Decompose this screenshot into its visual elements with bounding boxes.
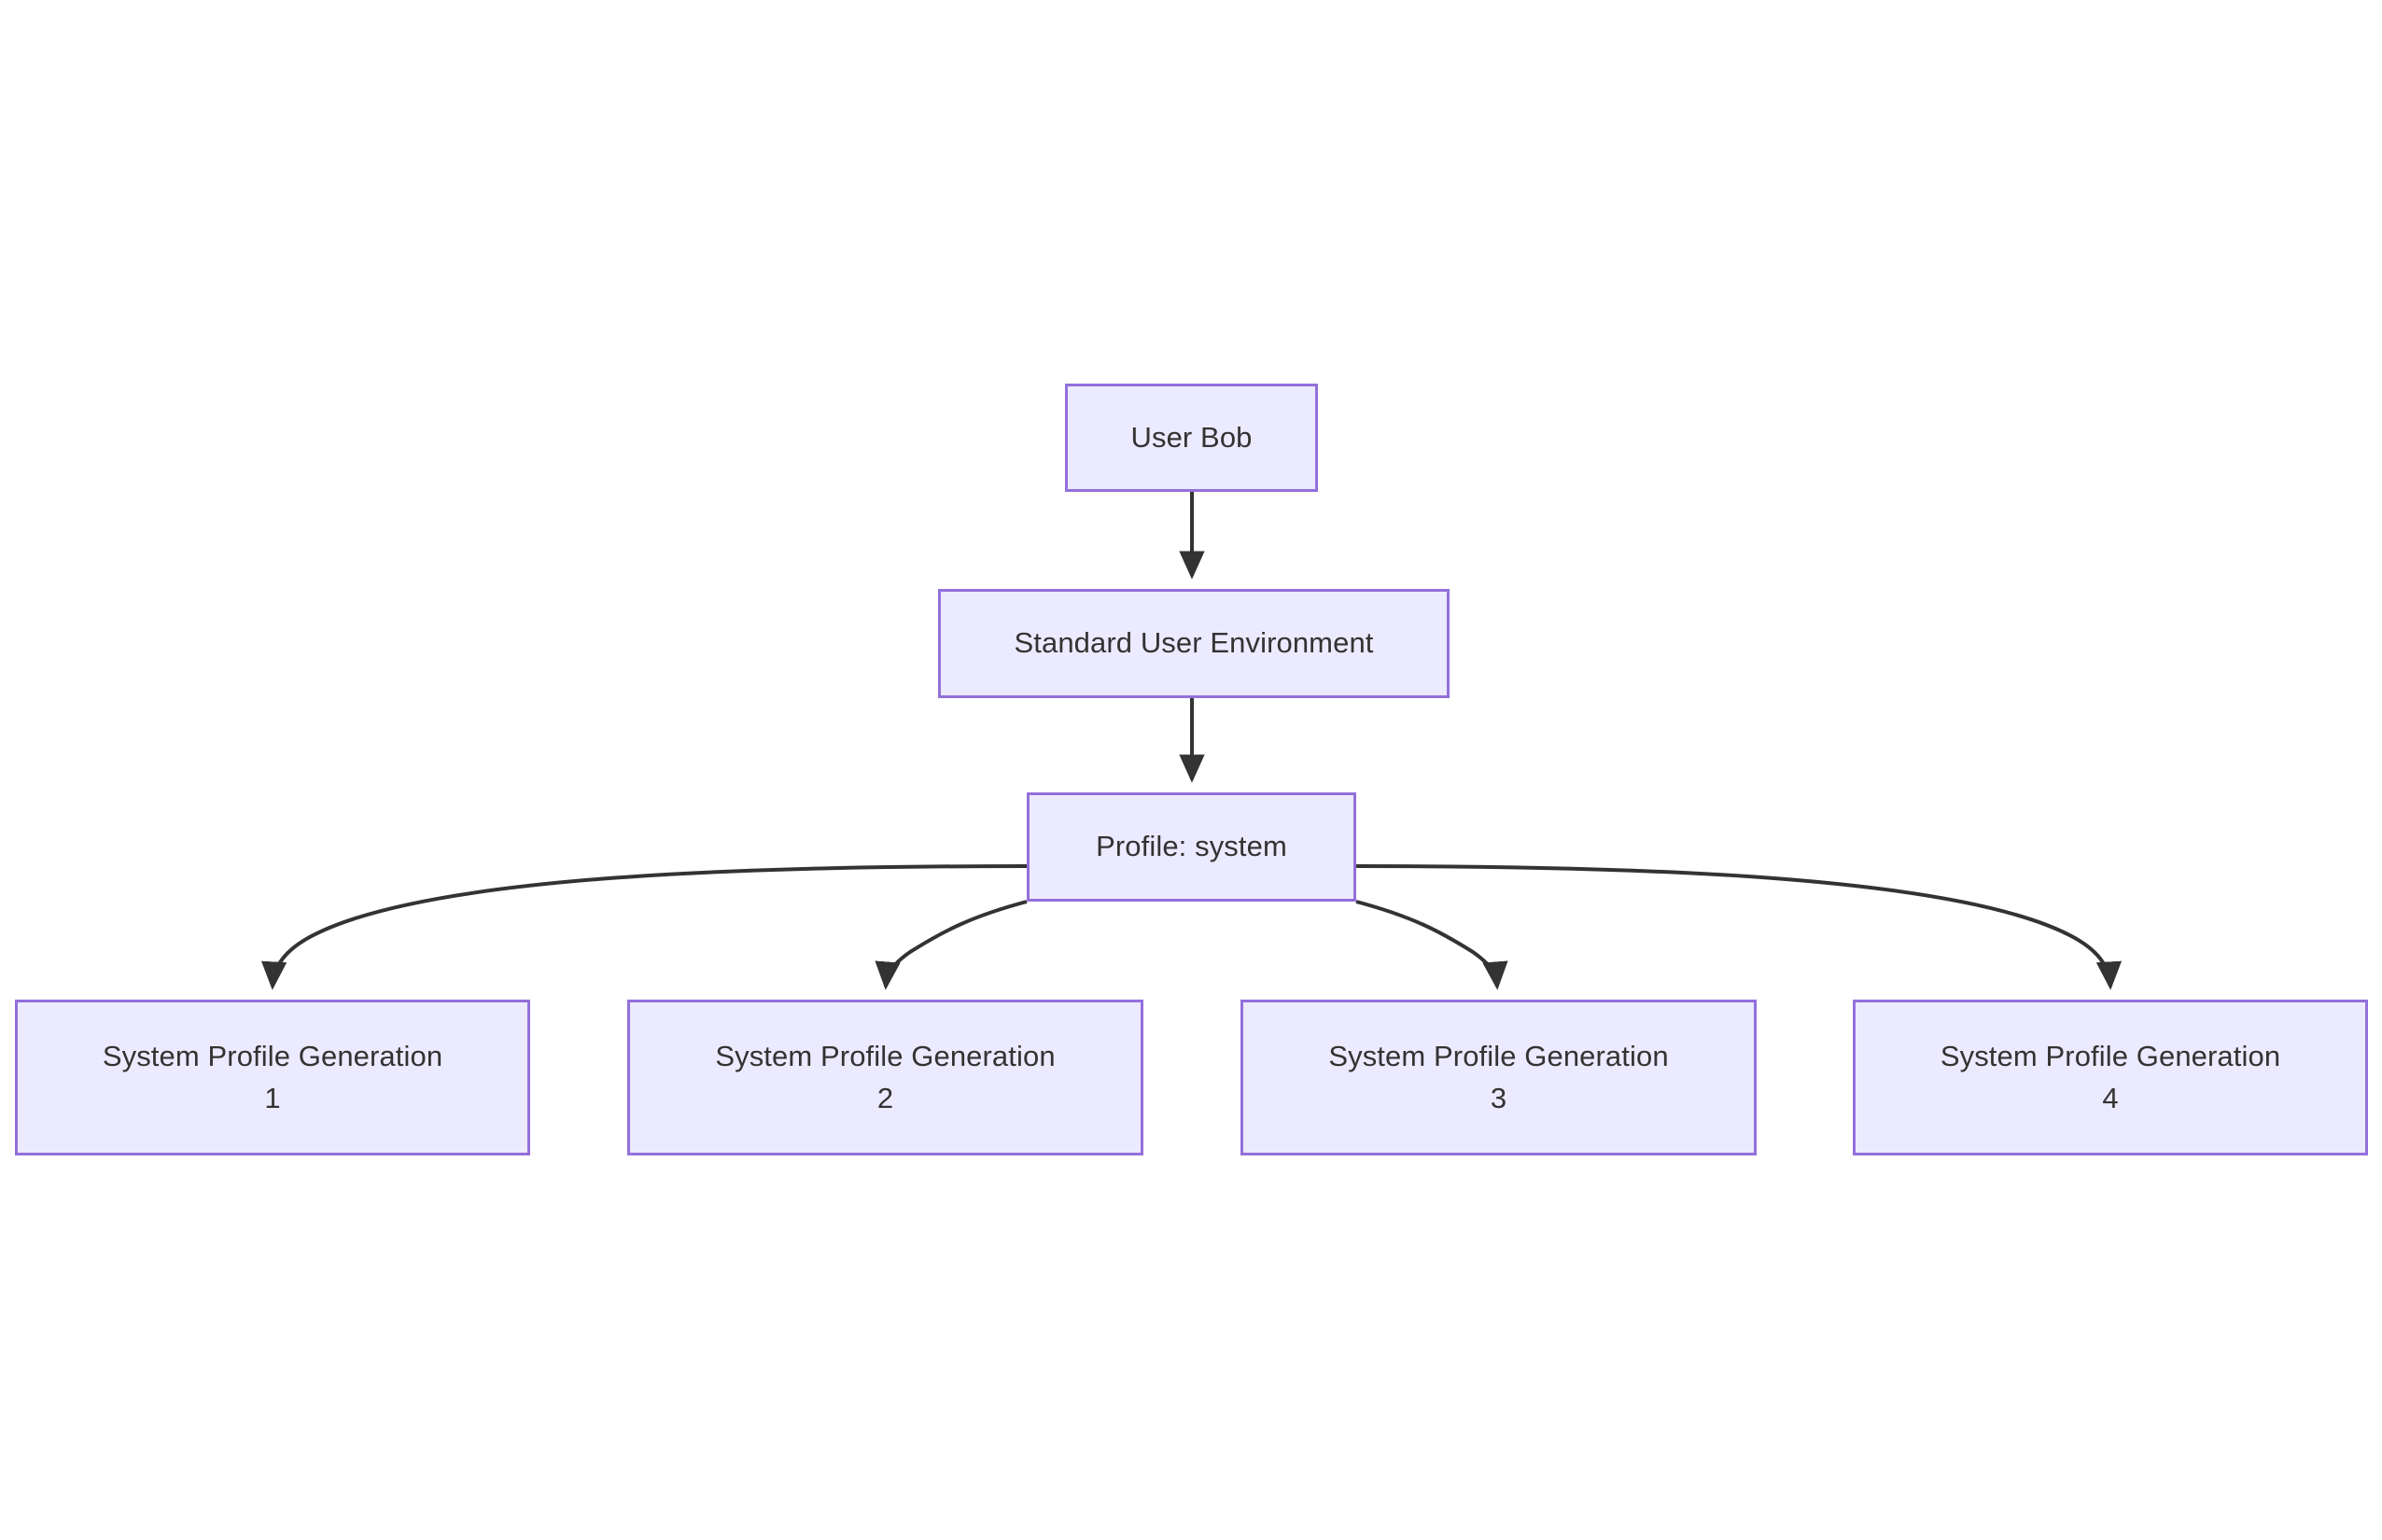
- node-system-profile-generation-1[interactable]: System Profile Generation 1: [15, 1000, 530, 1155]
- edge-profile-to-gen-1: [260, 864, 1028, 990]
- node-system-profile-generation-3-label: System Profile Generation 3: [1328, 1040, 1669, 1114]
- node-system-profile-generation-1-label: System Profile Generation 1: [102, 1040, 443, 1114]
- node-system-profile-generation-2[interactable]: System Profile Generation 2: [627, 1000, 1143, 1155]
- node-profile-system-label: Profile: system: [1096, 830, 1287, 863]
- node-system-profile-generation-2-label: System Profile Generation 2: [715, 1040, 1056, 1114]
- edge-profile-to-gen-2: [875, 900, 1028, 990]
- edge-profile-to-gen-4: [1355, 864, 2123, 990]
- edge-profile-to-gen-3: [1355, 900, 1508, 990]
- node-user-bob-label: User Bob: [1130, 420, 1253, 454]
- node-system-profile-generation-4[interactable]: System Profile Generation 4: [1853, 1000, 2368, 1155]
- node-system-profile-generation-4-label: System Profile Generation 4: [1940, 1040, 2281, 1114]
- node-standard-user-environment-label: Standard User Environment: [1014, 626, 1374, 660]
- node-system-profile-generation-3[interactable]: System Profile Generation 3: [1240, 1000, 1757, 1155]
- node-user-bob[interactable]: User Bob: [1065, 384, 1318, 492]
- node-profile-system[interactable]: Profile: system: [1027, 792, 1356, 902]
- node-standard-user-environment[interactable]: Standard User Environment: [938, 589, 1450, 698]
